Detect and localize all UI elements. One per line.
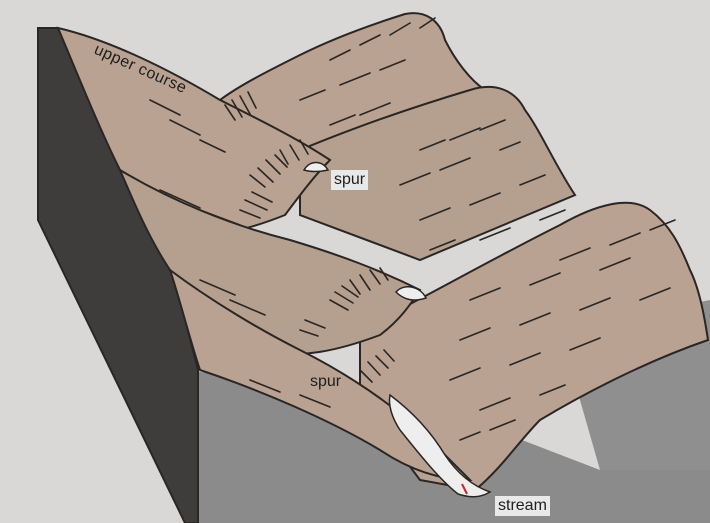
spur-label-bottom: spur — [310, 374, 341, 390]
spur-label-top: spur — [331, 170, 368, 190]
stream-label: stream — [495, 496, 550, 516]
